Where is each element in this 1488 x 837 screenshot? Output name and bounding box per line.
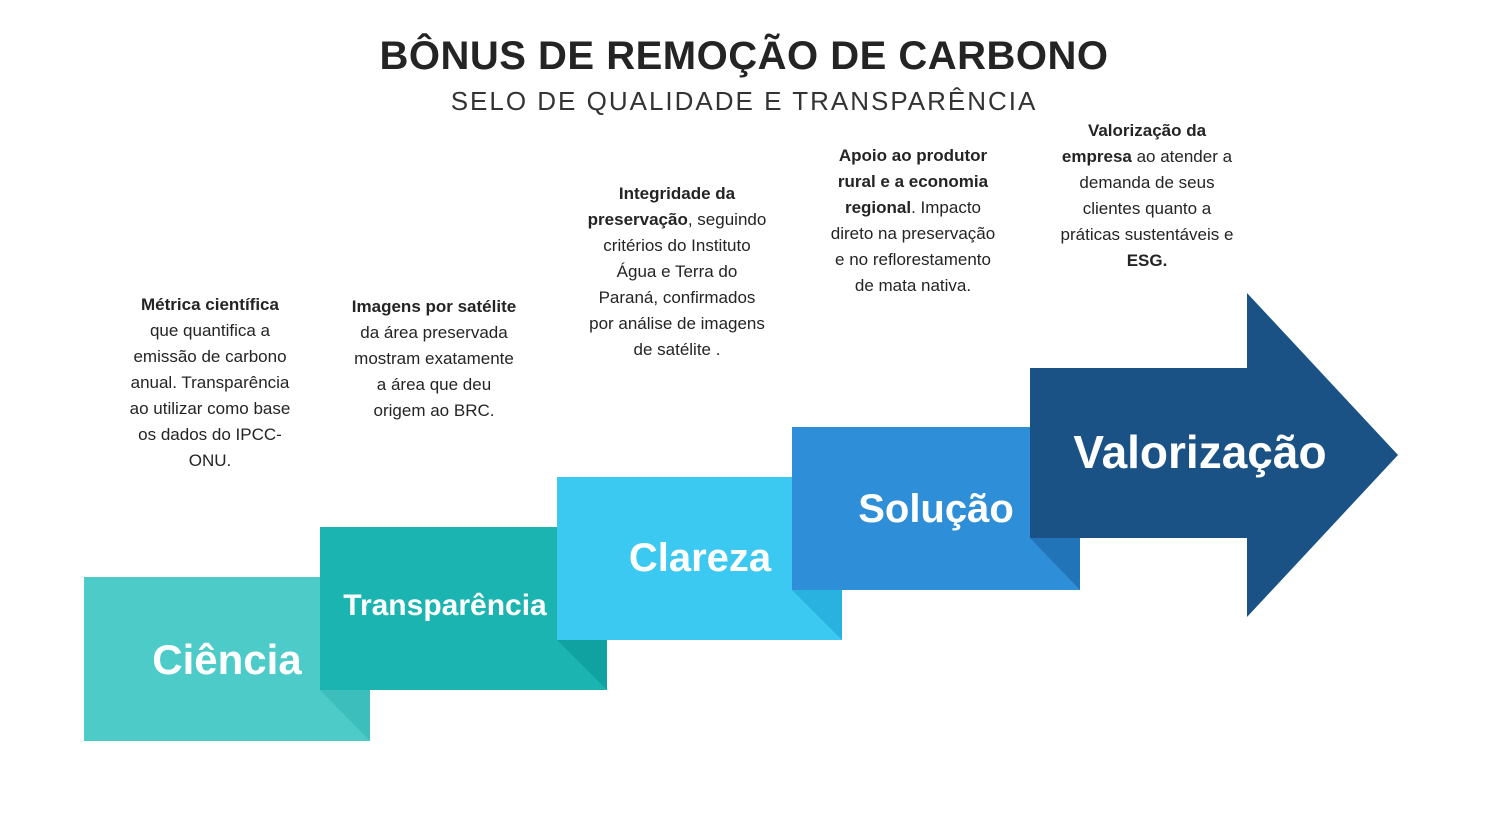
description-valorizacao-lead: Valorização da empresa [1061,121,1207,166]
step-label-valorizacao: Valorização [1073,426,1327,478]
description-valorizacao: Valorização da empresa ao atender a dema… [1052,118,1242,274]
description-transparencia-body: da área preservada mostram exatamente a … [354,323,514,420]
step-label-transparencia: Transparência [343,589,547,622]
description-solucao-body: . Impacto direto na preservação e no ref… [830,198,996,295]
description-transparencia-lead: Imagens por satélite [351,297,517,316]
description-valorizacao-body: ao atender a demanda de seus clientes qu… [1060,147,1234,244]
description-ciencia: Métrica científica que quantifica a emis… [125,292,295,474]
description-valorizacao-tail: ESG. [1126,251,1168,270]
description-solucao-lead: Apoio ao produtor rural e a economia reg… [837,146,989,217]
description-clareza-lead: Integridade da preservação [587,184,736,229]
page-title: BÔNUS DE REMOÇÃO DE CARBONO [379,34,1109,78]
description-solucao: Apoio ao produtor rural e a economia reg… [828,143,998,299]
description-ciencia-lead: Métrica científica [141,295,279,314]
description-clareza: Integridade da preservação, seguindo cri… [587,181,767,363]
page-subtitle: SELO DE QUALIDADE E TRANSPARÊNCIA [450,86,1038,116]
description-ciencia-body: que quantifica a emissão de carbono anua… [129,321,291,470]
step-label-solucao: Solução [858,487,1014,531]
step-rect-valorizacao [1030,368,1247,538]
step-label-ciencia: Ciência [152,636,302,683]
step-label-clareza: Clareza [628,536,772,580]
description-clareza-body: , seguindo critérios do Instituto Água e… [589,210,767,359]
description-transparencia: Imagens por satélite da área preservada … [349,294,519,424]
